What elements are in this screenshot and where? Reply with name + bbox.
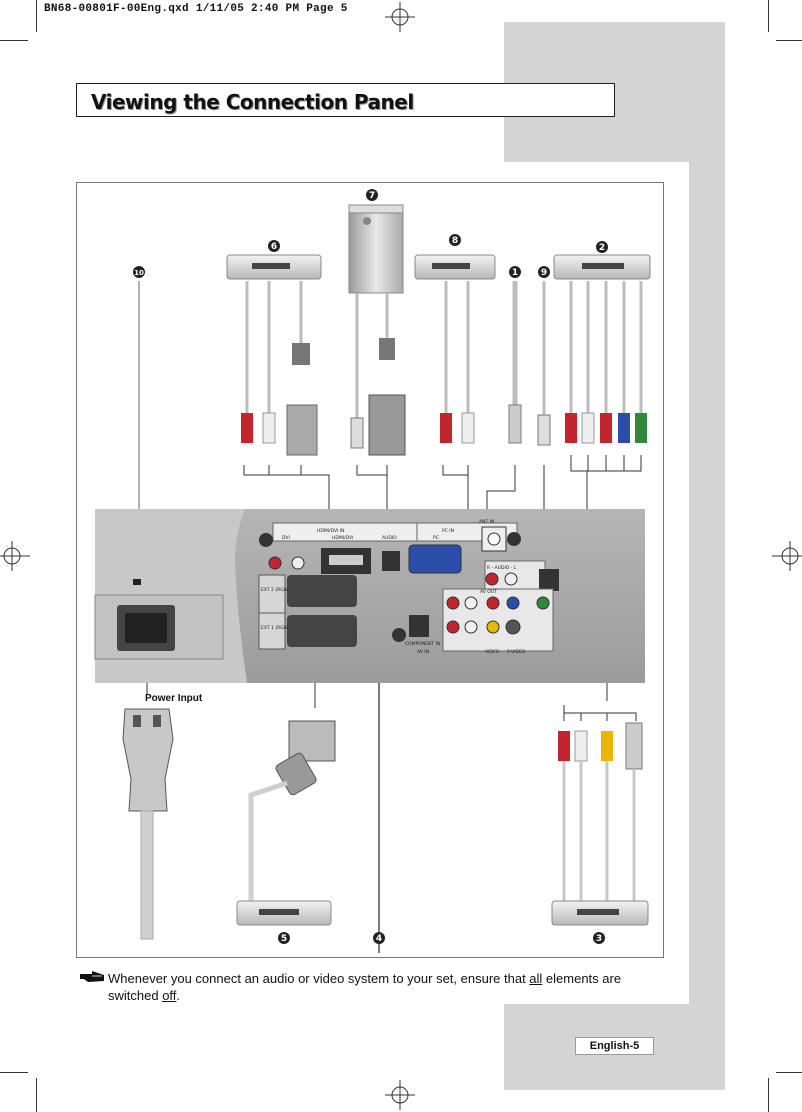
label-dvi: DVI	[282, 535, 290, 541]
label-ext1: EXT 1 (RGB)	[261, 625, 289, 631]
power-input-label: Power Input	[145, 693, 203, 704]
callout-5: 5	[278, 932, 290, 944]
callout-8: 8	[449, 234, 461, 246]
svg-text:8: 8	[452, 236, 458, 246]
crop-mark	[0, 1072, 28, 1073]
page-title: Viewing the Connection Panel	[91, 90, 414, 114]
slug-line: BN68-00801F-00Eng.qxd 1/11/05 2:40 PM Pa…	[44, 3, 348, 15]
label-audio-r-l: R - AUDIO - L	[487, 565, 517, 571]
crop-mark	[36, 1078, 37, 1112]
svg-text:7: 7	[369, 191, 375, 201]
label-hdmi-dvi: HDMI/DVI	[332, 535, 353, 541]
svg-text:2: 2	[599, 243, 605, 253]
device-6-dvd	[226, 254, 322, 280]
registration-mark-left	[0, 541, 30, 571]
side-tab-right	[689, 162, 725, 1004]
device-8-set-top	[414, 254, 496, 280]
page-title-box: Viewing the Connection Panel	[76, 83, 615, 117]
device-5-vcr	[236, 900, 332, 926]
crop-mark	[776, 1072, 802, 1073]
note: Whenever you connect an audio or video s…	[78, 970, 638, 1004]
svg-text:10: 10	[134, 269, 144, 277]
connection-diagram: 7 6 8 2 1 9 10	[94, 189, 651, 953]
registration-mark-top	[385, 2, 415, 32]
note-text-off: off	[162, 988, 177, 1003]
svg-text:4: 4	[376, 934, 382, 944]
tv-rear-panel: HDMI/DVI IN DVI HDMI/DVI PC IN AUDIO PC …	[94, 509, 645, 683]
label-av-in: AV IN	[417, 649, 429, 655]
callout-10: 10	[133, 266, 145, 278]
callout-7: 7	[366, 189, 378, 201]
svg-text:9: 9	[541, 268, 547, 278]
label-component-in: COMPONENT IN	[405, 641, 440, 647]
device-3-dvd	[551, 900, 649, 926]
note-text-middle: elements are switched	[108, 971, 622, 1003]
device-7-pc	[348, 204, 404, 294]
registration-mark-right	[772, 541, 802, 571]
crop-mark	[776, 40, 802, 41]
note-text-all: all	[529, 971, 543, 986]
callout-1: 1	[509, 266, 521, 278]
label-ant-in: ANT IN	[479, 519, 494, 525]
power-cord	[122, 708, 174, 940]
callout-9: 9	[538, 266, 550, 278]
scart-cable	[248, 720, 336, 901]
label-audio: AUDIO	[382, 535, 397, 541]
label-pc-in: PC IN	[442, 528, 454, 534]
connection-panel-figure: 7 6 8 2 1 9 10	[76, 182, 664, 958]
pointing-hand-icon	[80, 971, 104, 982]
crop-mark	[768, 0, 769, 32]
note-text-after: .	[176, 988, 181, 1003]
plugs-top	[241, 338, 647, 456]
crop-mark	[768, 1078, 769, 1112]
page-folio: English-5	[575, 1037, 654, 1055]
panel-connectors	[258, 522, 559, 652]
label-s-video: S-VIDEO	[507, 649, 526, 655]
label-hdmi-dvi-in: HDMI/DVI IN	[317, 528, 345, 534]
crop-mark	[36, 0, 37, 32]
cables-top	[138, 281, 643, 571]
label-av-out: AV OUT	[480, 589, 497, 595]
label-pc: PC	[433, 535, 439, 541]
callout-2: 2	[596, 241, 608, 253]
svg-text:1: 1	[512, 268, 518, 278]
callout-3: 3	[593, 932, 605, 944]
label-video: VIDEO	[485, 649, 500, 655]
callout-4: 4	[373, 932, 385, 944]
note-text: Whenever you connect an audio or video s…	[78, 970, 638, 1004]
svg-text:6: 6	[271, 242, 277, 252]
svg-text:3: 3	[596, 934, 602, 944]
callout-6: 6	[268, 240, 280, 252]
svg-text:5: 5	[281, 934, 287, 944]
crop-mark	[0, 40, 28, 41]
av-cable	[558, 722, 643, 901]
note-text-before: Whenever you connect an audio or video s…	[108, 971, 530, 986]
label-ext2: EXT 2 (RGB)	[261, 587, 289, 593]
device-2-dvd	[553, 254, 651, 280]
registration-mark-bottom	[385, 1080, 415, 1110]
